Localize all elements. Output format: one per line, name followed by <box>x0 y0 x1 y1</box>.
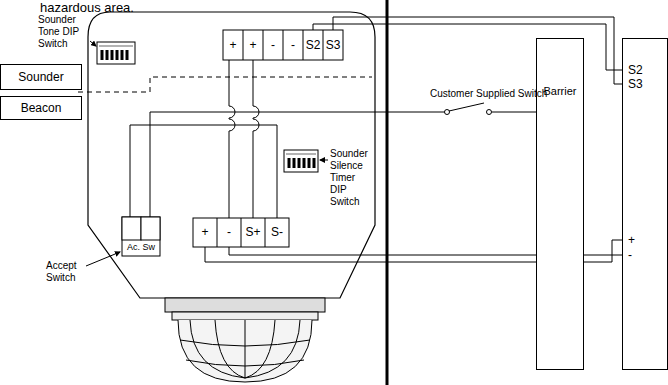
box-label: Beacon <box>1 101 81 115</box>
terminal-label: S- <box>265 225 289 239</box>
terminal-label: + <box>193 225 217 239</box>
terminal-panel: S2S3 +- <box>622 38 668 370</box>
section-divider <box>78 77 372 92</box>
terminal-label: S2 <box>628 63 658 77</box>
terminal-label: + <box>628 233 658 247</box>
terminal-label: + <box>243 38 263 52</box>
terminal-label: - <box>283 38 303 52</box>
dip-switch <box>97 42 135 64</box>
terminal-label: + <box>223 38 243 52</box>
section-box: Beacon <box>0 96 82 120</box>
section-box: Sounder <box>0 64 82 90</box>
sounder-terminal-block <box>223 30 343 60</box>
barrier-box: Barrier <box>536 38 584 370</box>
leader-line <box>320 160 328 161</box>
area-note: hazardous area. <box>40 0 170 16</box>
terminal-label: S3 <box>323 38 343 52</box>
leader-line <box>86 252 120 266</box>
terminal-label: - <box>628 248 658 262</box>
terminal-label: - <box>263 38 283 52</box>
terminal-label: - <box>217 225 241 239</box>
terminal-label: S2 <box>303 38 323 52</box>
callout-label: Sounder Silence Timer DIP Switch <box>330 148 374 208</box>
terminal-label: S3 <box>628 77 658 91</box>
callout-label: Accept Switch <box>46 260 98 284</box>
leader-line <box>90 41 96 46</box>
customer-switch <box>445 103 537 115</box>
terminal-label: S+ <box>241 225 265 239</box>
terminal-label: Ac. Sw <box>122 242 160 253</box>
beacon-terminal-block <box>193 218 289 247</box>
accept-switch-block <box>122 217 160 256</box>
beacon-lamp <box>165 298 325 382</box>
wire <box>130 60 445 218</box>
callout-label: Sounder Tone DIP Switch <box>38 14 96 50</box>
callout-label: Customer Supplied Switch <box>430 88 560 100</box>
area-boundary <box>386 0 389 385</box>
dip-switch <box>284 150 318 172</box>
box-label: Sounder <box>1 70 81 84</box>
